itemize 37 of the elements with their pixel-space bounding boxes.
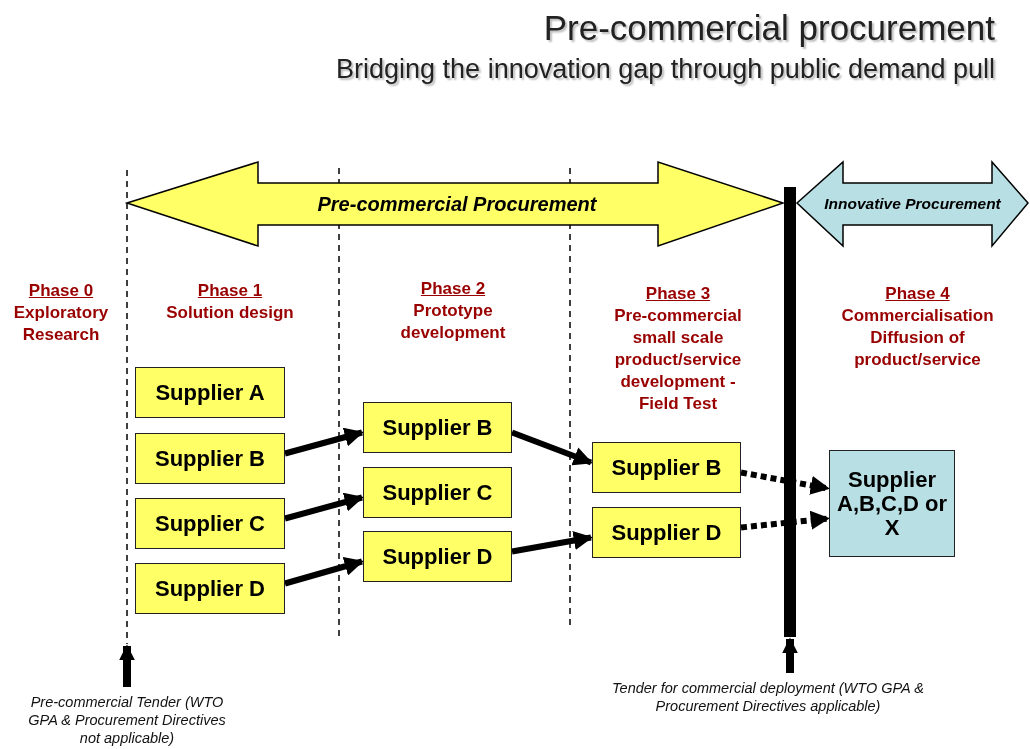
arrow	[740, 469, 830, 495]
supplier-box: Supplier A	[135, 367, 285, 418]
tender-note: Tender for commercial deployment (WTO GPA & Procurement Directives applicable)	[610, 679, 926, 715]
phase-description: Exploratory Research	[12, 302, 110, 346]
milestone-bar	[784, 187, 796, 637]
double-arrow-band	[795, 160, 1029, 249]
supplier-box: Supplier D	[135, 563, 285, 614]
band-label: Innovative Procurement	[824, 195, 1001, 213]
phase-heading: Phase 4	[884, 283, 951, 305]
phase-description: Prototype development	[399, 300, 507, 344]
tender-note: Pre-commercial Tender (WTO GPA & Procurement Directives not applicable)	[20, 693, 234, 747]
phase-heading: Phase 3	[644, 283, 712, 305]
arrow	[284, 427, 364, 457]
phase-description: Commercialisation Diffusion of product/service	[840, 305, 995, 371]
supplier-box: Supplier A,B,C,D or X	[829, 450, 955, 557]
arrow	[284, 492, 364, 522]
arrow	[511, 531, 593, 555]
supplier-box: Supplier D	[363, 531, 512, 582]
phase-description: Pre-commercial small scale product/service development - Field Test	[613, 305, 743, 415]
supplier-box: Supplier D	[592, 507, 741, 558]
supplier-box: Supplier B	[135, 433, 285, 484]
double-arrow-band	[124, 160, 786, 248]
phase-divider	[126, 169, 128, 645]
supplier-box: Supplier B	[363, 402, 512, 453]
arrow	[510, 429, 593, 466]
band-label: Pre-commercial Procurement	[317, 192, 597, 216]
phase-heading: Phase 0	[27, 280, 95, 302]
diagram-subtitle: Bridging the innovation gap through public demand pull	[336, 54, 995, 85]
supplier-box: Supplier B	[592, 442, 741, 493]
arrow	[284, 557, 364, 587]
supplier-box: Supplier C	[363, 467, 512, 518]
arrow	[740, 510, 830, 531]
phase-heading: Phase 2	[419, 278, 487, 300]
supplier-box: Supplier C	[135, 498, 285, 549]
diagram-title: Pre-commercial procurement	[543, 8, 995, 48]
phase-heading: Phase 1	[196, 280, 264, 302]
phase-description: Solution design	[165, 302, 295, 324]
